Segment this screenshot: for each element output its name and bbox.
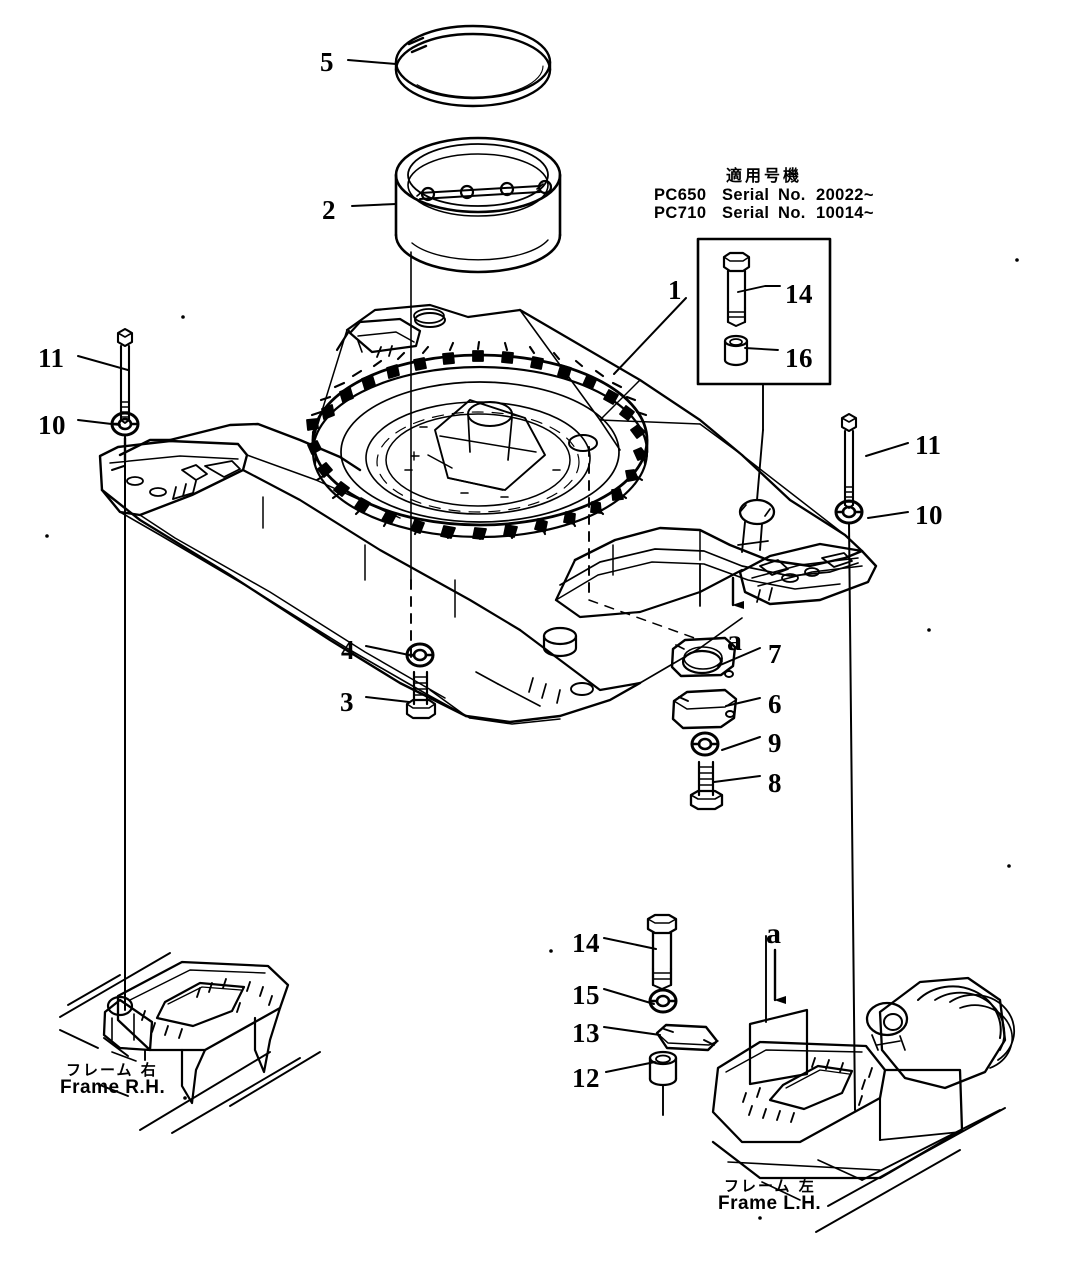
part-11-bolt-right xyxy=(840,412,858,510)
part-2-collar xyxy=(394,136,562,274)
part-14-bolt xyxy=(646,913,678,990)
callout-8: 8 xyxy=(768,768,782,798)
frame-rh-label-jp: フレーム 右 xyxy=(66,1061,158,1079)
car-body-frame xyxy=(98,303,878,725)
callout-1: 1 xyxy=(668,275,682,305)
serial-number: 20022~ xyxy=(816,185,874,204)
frame-rh-label: フレーム 右 Frame R.H. xyxy=(60,1062,165,1099)
callout-11-left: 11 xyxy=(38,343,65,373)
callout-14-inset: 14 xyxy=(785,279,813,309)
part-16-collar-inset xyxy=(723,334,749,367)
callout-15: 15 xyxy=(572,980,600,1010)
frame-lh-label-jp: フレーム 左 xyxy=(724,1177,816,1195)
section-marker-a-lower: a xyxy=(766,917,781,950)
callout-16: 16 xyxy=(785,343,813,373)
part-15-washer xyxy=(648,988,678,1014)
part-6-plate xyxy=(671,688,738,730)
callout-10-left: 10 xyxy=(38,410,66,440)
serial-number: 10014~ xyxy=(816,204,874,223)
serial-note-row-pc710: PC710 Serial No. 10014~ xyxy=(654,204,874,222)
callout-11-right: 11 xyxy=(915,430,942,460)
part-5-snap-ring xyxy=(394,24,552,108)
serial-model: PC710 xyxy=(654,204,707,223)
callout-9: 9 xyxy=(768,728,782,758)
frame-rh-label-en: Frame R.H. xyxy=(60,1077,166,1099)
serial-note-heading: 適用号機 xyxy=(725,168,802,185)
frame-lh-label: フレーム 左 Frame L.H. xyxy=(718,1178,821,1215)
part-3-bolt xyxy=(405,670,437,720)
callout-3: 3 xyxy=(340,687,354,717)
part-10-washer-right xyxy=(834,499,864,525)
part-7-spacer xyxy=(670,636,737,678)
construction-lines xyxy=(410,251,767,1023)
frame-lh-detail xyxy=(711,976,1016,1233)
callout-13: 13 xyxy=(572,1018,600,1048)
callout-4: 4 xyxy=(341,635,355,665)
callout-14-bottom: 14 xyxy=(572,928,600,958)
callout-5: 5 xyxy=(320,47,334,77)
part-8-bolt xyxy=(689,760,724,811)
callout-7: 7 xyxy=(768,639,782,669)
callout-2: 2 xyxy=(322,195,336,225)
serial-note-box xyxy=(696,237,832,501)
callout-12: 12 xyxy=(572,1063,600,1093)
part-9-washer xyxy=(690,731,720,757)
frame-rh-detail xyxy=(59,952,321,1134)
serial-model: PC650 xyxy=(654,185,707,204)
part-12-bushing xyxy=(648,1050,678,1087)
serial-note-row-pc650: PC650 Serial No. 20022~ xyxy=(654,186,874,204)
part-13-retainer-plate xyxy=(655,1023,719,1052)
callout-10-right: 10 xyxy=(915,500,943,530)
part-1-swing-circle xyxy=(306,340,649,541)
serial-label: Serial xyxy=(722,185,770,204)
registration-dots xyxy=(45,258,1019,1220)
leader-bolt-11-right xyxy=(848,522,856,1111)
serial-no-label: No. xyxy=(778,204,806,223)
serial-label: Serial xyxy=(722,204,770,223)
callout-6: 6 xyxy=(768,689,782,719)
section-marker-a-upper: a xyxy=(727,624,742,657)
frame-lh-label-en: Frame L.H. xyxy=(718,1193,822,1215)
callout-leaders xyxy=(77,59,909,1073)
part-11-bolt-left xyxy=(116,327,134,425)
serial-no-label: No. xyxy=(778,185,806,204)
